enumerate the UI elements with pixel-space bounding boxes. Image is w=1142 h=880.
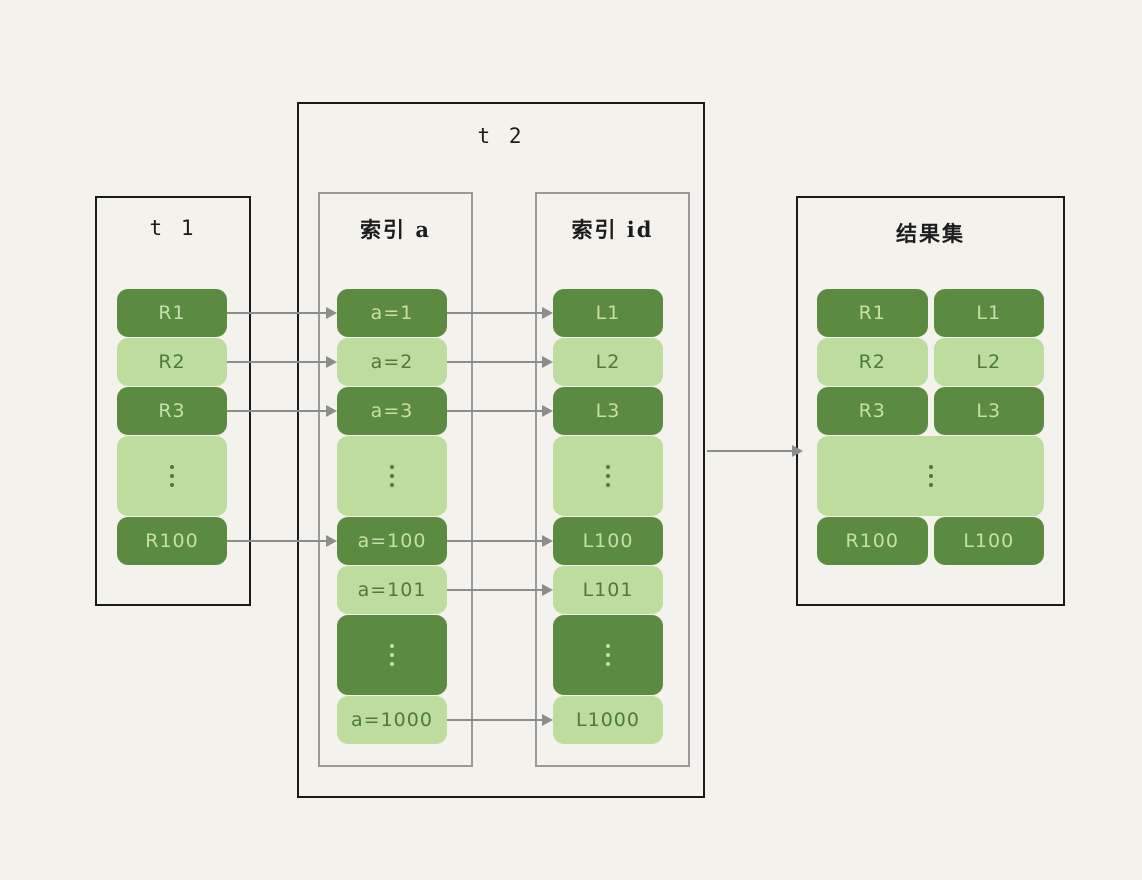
result-row-right-cell: L100 bbox=[933, 517, 1044, 565]
index-a-to-index-id-line bbox=[447, 540, 542, 542]
index-id-row-cell bbox=[553, 615, 663, 695]
index-id-row-cell: L100 bbox=[553, 517, 663, 565]
result-row-right-cell: L2 bbox=[933, 338, 1044, 386]
index-a-to-index-id-line bbox=[447, 312, 542, 314]
index-id-row-cell: L2 bbox=[553, 338, 663, 386]
index-id-row-cell bbox=[553, 436, 663, 516]
index-id-row-label: L101 bbox=[582, 579, 634, 601]
vertical-ellipsis-icon bbox=[390, 644, 394, 666]
index-id-row-cell: L1 bbox=[553, 289, 663, 337]
t1-row-cell: R3 bbox=[117, 387, 227, 435]
t1-to-index-a-arrowhead-icon bbox=[326, 535, 337, 547]
index-id-row-label: L2 bbox=[595, 351, 621, 373]
result-row-left-cell: R100 bbox=[817, 517, 928, 565]
t1-row-cell: R1 bbox=[117, 289, 227, 337]
result-row-left-cell: R2 bbox=[817, 338, 928, 386]
index-a-to-index-id-line bbox=[447, 361, 542, 363]
vertical-ellipsis-icon bbox=[170, 465, 174, 487]
t1-to-index-a-arrowhead-icon bbox=[326, 405, 337, 417]
result-row-left-label: R100 bbox=[845, 530, 899, 552]
index-a-row-cell: a=2 bbox=[337, 338, 447, 386]
t1-row-label: R100 bbox=[145, 530, 199, 552]
index-a-to-index-id-arrowhead-icon bbox=[542, 535, 553, 547]
t1-to-index-a-line bbox=[227, 312, 326, 314]
index-a-to-index-id-arrowhead-icon bbox=[542, 584, 553, 596]
panel-t2-title: t 2 bbox=[477, 124, 525, 148]
t1-to-index-a-arrowhead-icon bbox=[326, 356, 337, 368]
t1-to-index-a-line bbox=[227, 540, 326, 542]
t1-to-index-a-line bbox=[227, 361, 326, 363]
index-a-row-label: a=101 bbox=[357, 579, 427, 601]
t1-row-cell: R2 bbox=[117, 338, 227, 386]
index-id-row-cell: L101 bbox=[553, 566, 663, 614]
index-a-row-label: a=1 bbox=[370, 302, 414, 324]
index-id-row-cell: L3 bbox=[553, 387, 663, 435]
index-a-row-cell bbox=[337, 615, 447, 695]
result-row-cell bbox=[817, 436, 1044, 516]
result-row-right-cell: L3 bbox=[933, 387, 1044, 435]
result-row-right-cell: L1 bbox=[933, 289, 1044, 337]
index-id-row-label: L1000 bbox=[576, 709, 640, 731]
result-row-left-label: R3 bbox=[858, 400, 886, 422]
index-id-row-label: L3 bbox=[595, 400, 621, 422]
panel-index-id-title: 索引 id bbox=[571, 217, 654, 242]
index-a-row-cell: a=1 bbox=[337, 289, 447, 337]
vertical-ellipsis-icon bbox=[928, 465, 933, 487]
t1-row-cell bbox=[117, 436, 227, 516]
t1-row-label: R3 bbox=[158, 400, 186, 422]
index-a-row-label: a=3 bbox=[370, 400, 414, 422]
index-a-to-index-id-line bbox=[447, 719, 542, 721]
index-a-row-cell: a=1000 bbox=[337, 696, 447, 744]
index-id-row-label: L100 bbox=[582, 530, 634, 552]
result-row-right-label: L3 bbox=[976, 400, 1002, 422]
index-a-row-cell: a=3 bbox=[337, 387, 447, 435]
index-a-row-label: a=2 bbox=[370, 351, 414, 373]
t1-row-label: R1 bbox=[158, 302, 186, 324]
result-row-right-label: L2 bbox=[976, 351, 1002, 373]
t1-row-cell: R100 bbox=[117, 517, 227, 565]
result-row-right-label: L1 bbox=[976, 302, 1002, 324]
index-id-row-label: L1 bbox=[595, 302, 621, 324]
result-row-right-label: L100 bbox=[963, 530, 1015, 552]
panel-result-set-title: 结果集 bbox=[896, 221, 965, 246]
index-a-row-label: a=1000 bbox=[351, 709, 433, 731]
index-a-to-index-id-arrowhead-icon bbox=[542, 714, 553, 726]
index-a-to-index-id-arrowhead-icon bbox=[542, 405, 553, 417]
index-a-row-cell: a=100 bbox=[337, 517, 447, 565]
index-a-row-cell: a=101 bbox=[337, 566, 447, 614]
index-a-row-label: a=100 bbox=[357, 530, 427, 552]
index-a-row-cell bbox=[337, 436, 447, 516]
t1-row-label: R2 bbox=[158, 351, 186, 373]
index-a-to-index-id-arrowhead-icon bbox=[542, 356, 553, 368]
index-a-to-index-id-line bbox=[447, 589, 542, 591]
index-a-to-index-id-arrowhead-icon bbox=[542, 307, 553, 319]
result-row-left-label: R1 bbox=[858, 302, 886, 324]
result-row-left-cell: R1 bbox=[817, 289, 928, 337]
t1-to-index-a-arrowhead-icon bbox=[326, 307, 337, 319]
panel-index-a-title: 索引 a bbox=[360, 217, 431, 242]
result-row-left-cell: R3 bbox=[817, 387, 928, 435]
panel-t1-title: t 1 bbox=[149, 216, 197, 240]
index-id-row-cell: L1000 bbox=[553, 696, 663, 744]
t2-to-result-set-line bbox=[707, 450, 792, 452]
result-row-left-label: R2 bbox=[858, 351, 886, 373]
vertical-ellipsis-icon bbox=[606, 465, 610, 487]
t2-to-result-set-arrowhead-icon bbox=[792, 445, 803, 457]
index-a-to-index-id-line bbox=[447, 410, 542, 412]
vertical-ellipsis-icon bbox=[606, 644, 610, 666]
vertical-ellipsis-icon bbox=[390, 465, 394, 487]
t1-to-index-a-line bbox=[227, 410, 326, 412]
